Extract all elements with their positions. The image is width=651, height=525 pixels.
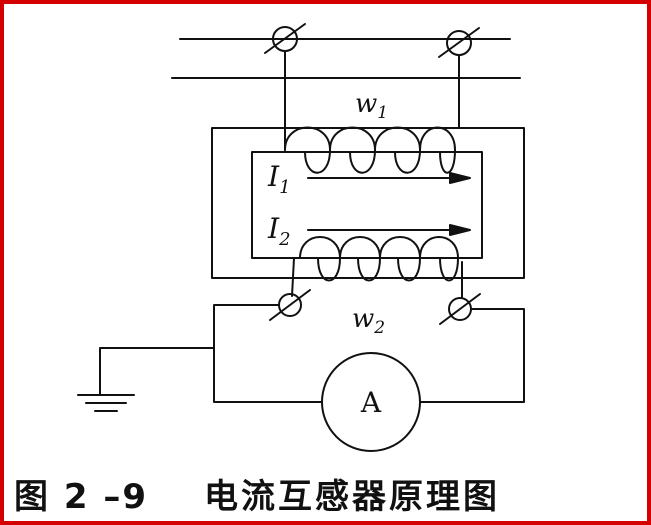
secondary-winding-coil [299, 236, 459, 282]
core-inner [251, 151, 483, 259]
current-arrow-primary [307, 172, 471, 184]
ammeter-label: A [360, 386, 382, 419]
current-arrow-secondary [307, 224, 471, 236]
winding-w2-label: w2 [352, 304, 385, 338]
ammeter-symbol [321, 352, 421, 452]
secondary-circuit-right [419, 308, 525, 403]
primary-winding-coil [284, 126, 456, 174]
figure-title: 电流互感器原理图 [204, 476, 500, 517]
ground-icon [77, 394, 135, 412]
primary-terminal-right [438, 27, 480, 58]
secondary-lead-left [291, 257, 295, 297]
figure-caption: 图 2 –9 电流互感器原理图 [14, 471, 634, 517]
figure-number: 图 2 –9 [14, 476, 148, 517]
ground-wire [99, 347, 215, 396]
current-i2-label: I2 [267, 212, 291, 250]
winding-w1-label: w1 [355, 89, 388, 123]
core-outer [211, 127, 525, 279]
current-i1-label: I1 [267, 160, 291, 198]
secondary-circuit-left [213, 304, 323, 403]
